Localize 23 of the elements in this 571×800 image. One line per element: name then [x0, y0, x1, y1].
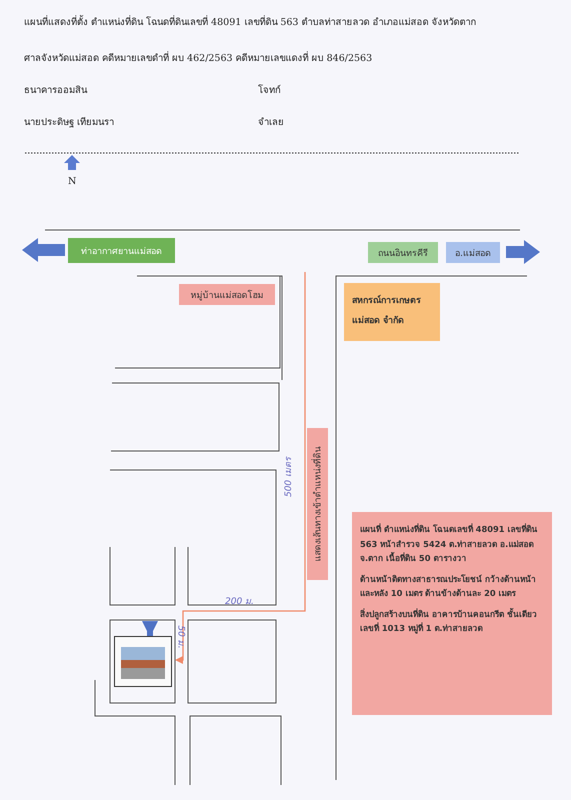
paragraph: สิ่งปลูกสร้างบนที่ดิน อาคารบ้านคอนกรีต ชั้นเดียว เลขที่ 1013 หมู่ที่ 1 ต.ท่าสายลวด [360, 607, 538, 636]
place-label: สหกรณ์การเกษตร แม่สอด จำกัด [344, 283, 440, 341]
paragraph: ด้านหน้าติดทางสาธารณประโยชน์ กว้างด้านหน้าและหลัง 10 เมตร ด้านข้างด้านละ 20 เมตร [360, 572, 537, 600]
route-label: แสดงเส้นทางเข้าตำแหน่งที่ดิน [307, 428, 328, 580]
defendant-name: นายประดิษฐ เทียมนรา [24, 116, 114, 129]
info-panel [352, 512, 552, 715]
road-label: ถนนอินทรคีรี [368, 242, 438, 263]
role-text: โจทก์ [258, 83, 281, 97]
pointer-arrow [142, 621, 158, 637]
handwritten-distance: 200 ม. [225, 596, 254, 608]
plaintiff-name: ธนาคารออมสิน [24, 84, 87, 97]
handwritten-distance: 500 เมตร [283, 456, 296, 498]
title: แผนที่แสดงที่ตั้ง ตำแหน่งที่ดิน โฉนดที่ดินเลขที่ 48091 เลขที่ดิน 563 ตำบลท่าสายลวด อำเภอแม่สอด จังหวัดตาก [24, 14, 477, 29]
house-photo-frame [114, 636, 172, 687]
route-line [175, 272, 306, 664]
north-label: N [68, 176, 76, 187]
place-label: หมู่บ้านแม่สอดโฮม [179, 284, 275, 305]
place-label: อ.แม่สอด [446, 242, 500, 263]
handwritten-distance: 50 ม. [174, 625, 187, 649]
paragraph: แผนที่ ตำแหน่งที่ดิน โฉนดเลขที่ 48091 เลขที่ดิน 563 หน้าสำรวจ 5424 ต.ท่าสายลวด อ.แม่สอด จ.ตาก เนื้อที่ดิน 50 ตารางวา [360, 522, 538, 566]
place-label: ท่าอากาศยานแม่สอด [68, 238, 175, 263]
case-number-text: ศาลจังหวัดแม่สอด คดีหมายเลขดำที่ ผบ 462/2563 คดีหมายเลขแดงที่ ผบ 846/2563 [24, 50, 372, 65]
role-text: จำเลย [258, 116, 284, 129]
